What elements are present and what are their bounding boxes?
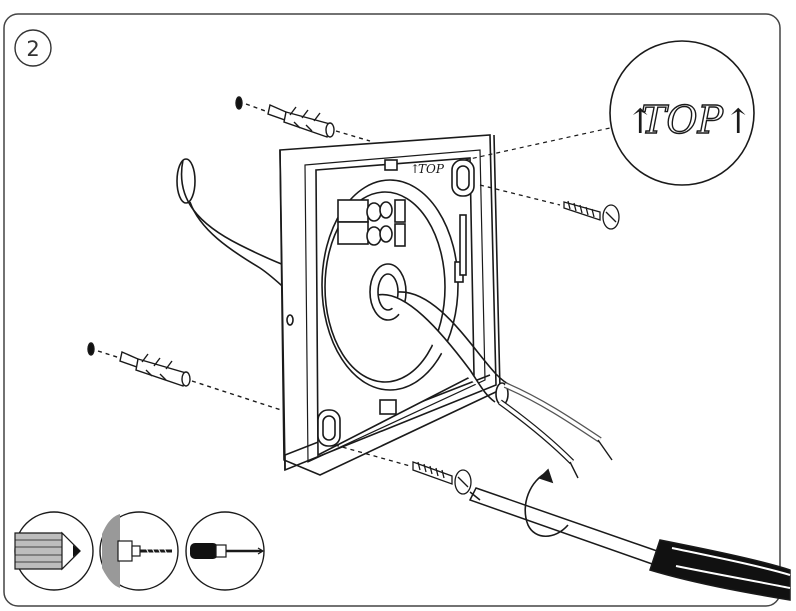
tool-icons xyxy=(14,511,265,591)
plate-top-marking: ↑ TOP xyxy=(410,162,445,176)
callout-arrow-right: ↑ xyxy=(724,102,753,142)
pencil-icon xyxy=(14,511,94,591)
callout-arrow-left: ↑ xyxy=(626,102,655,142)
plate-cable xyxy=(377,291,613,479)
callout-leader xyxy=(464,127,611,161)
screw-right xyxy=(479,184,620,230)
screwdriver-icon xyxy=(185,511,265,591)
screw-bottom xyxy=(334,444,472,495)
rotation-arrow xyxy=(524,468,569,538)
wall-plug-bottom xyxy=(87,342,319,423)
callout-top-label: TOP xyxy=(641,98,724,142)
plate-top-arrow: ↑ xyxy=(410,162,420,176)
callout-circle xyxy=(609,40,755,186)
step-badge-circle xyxy=(14,29,52,67)
step-number: 2 xyxy=(26,37,39,61)
wall-plug-top xyxy=(235,96,371,142)
screwdriver xyxy=(468,487,791,601)
plate-top-label: TOP xyxy=(418,162,445,176)
drill-icon xyxy=(99,511,179,591)
step-badge: 2 xyxy=(14,29,52,67)
zoom-callout: ↑ TOP ↑ xyxy=(464,40,755,186)
